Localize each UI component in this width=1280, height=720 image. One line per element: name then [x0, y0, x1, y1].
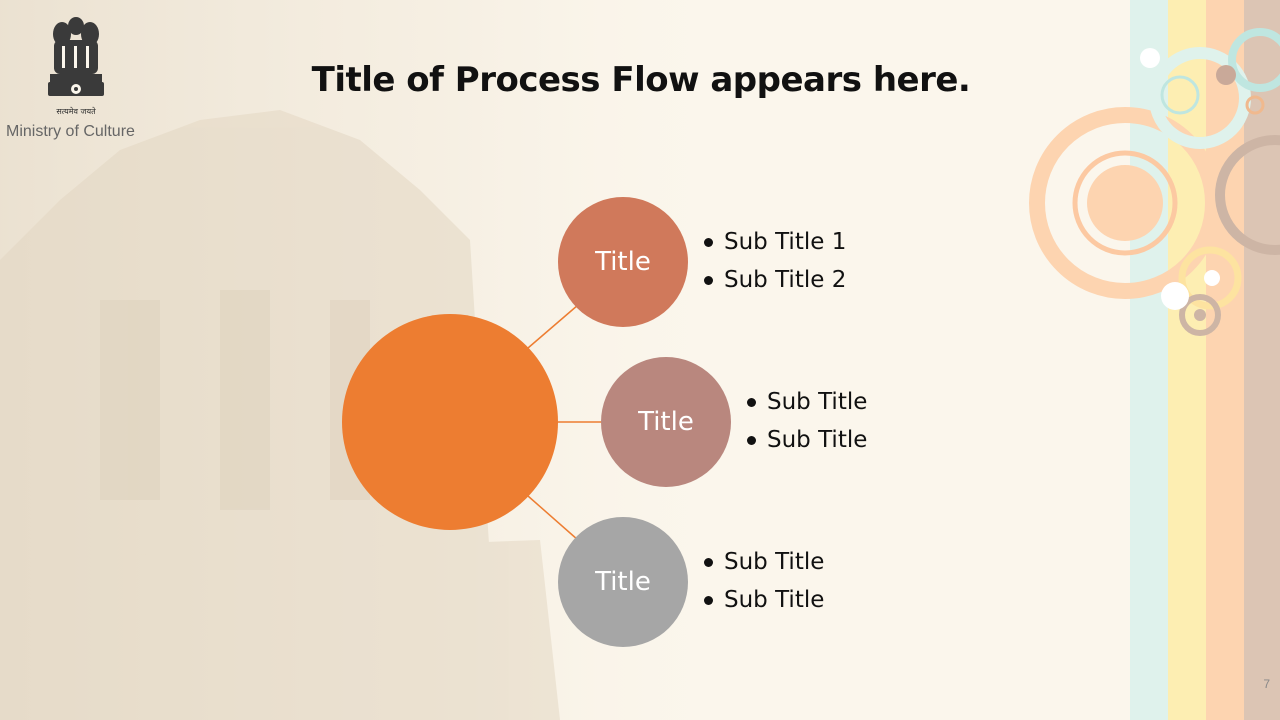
slide-title: Title of Process Flow appears here.: [311, 60, 971, 100]
page-number: 7: [1263, 677, 1270, 691]
subtitle-item: Sub Title: [702, 581, 824, 619]
node-2-subtitle-list: Sub Title Sub Title: [745, 383, 867, 459]
node-circle-1: [558, 197, 688, 327]
node-title-2: Title: [638, 407, 694, 437]
connector-line-3: [527, 495, 579, 541]
subtitle-item: Sub Title: [745, 383, 867, 421]
node-title-3: Title: [595, 567, 651, 597]
subtitle-item: Sub Title 2: [702, 261, 846, 299]
national-emblem-logo: [48, 17, 104, 96]
decorative-circles: [1029, 28, 1280, 336]
subtitle-item: Sub Title 1: [702, 223, 846, 261]
node-3-subtitle-list: Sub Title Sub Title: [702, 543, 824, 619]
stripe-tan: [1244, 0, 1280, 720]
subtitle-item: Sub Title: [702, 543, 824, 581]
stripe-yellow: [1168, 0, 1206, 720]
emblem-motto: सत्यमेव जयते: [56, 107, 96, 116]
center-node: [342, 314, 558, 530]
ministry-label: Ministry of Culture: [6, 123, 135, 140]
subtitle-item: Sub Title: [745, 421, 867, 459]
node-1-subtitle-list: Sub Title 1 Sub Title 2: [702, 223, 846, 299]
connector-line-1: [527, 304, 579, 349]
node-title-1: Title: [595, 247, 651, 277]
node-circle-2: [601, 357, 731, 487]
node-circle-3: [558, 517, 688, 647]
